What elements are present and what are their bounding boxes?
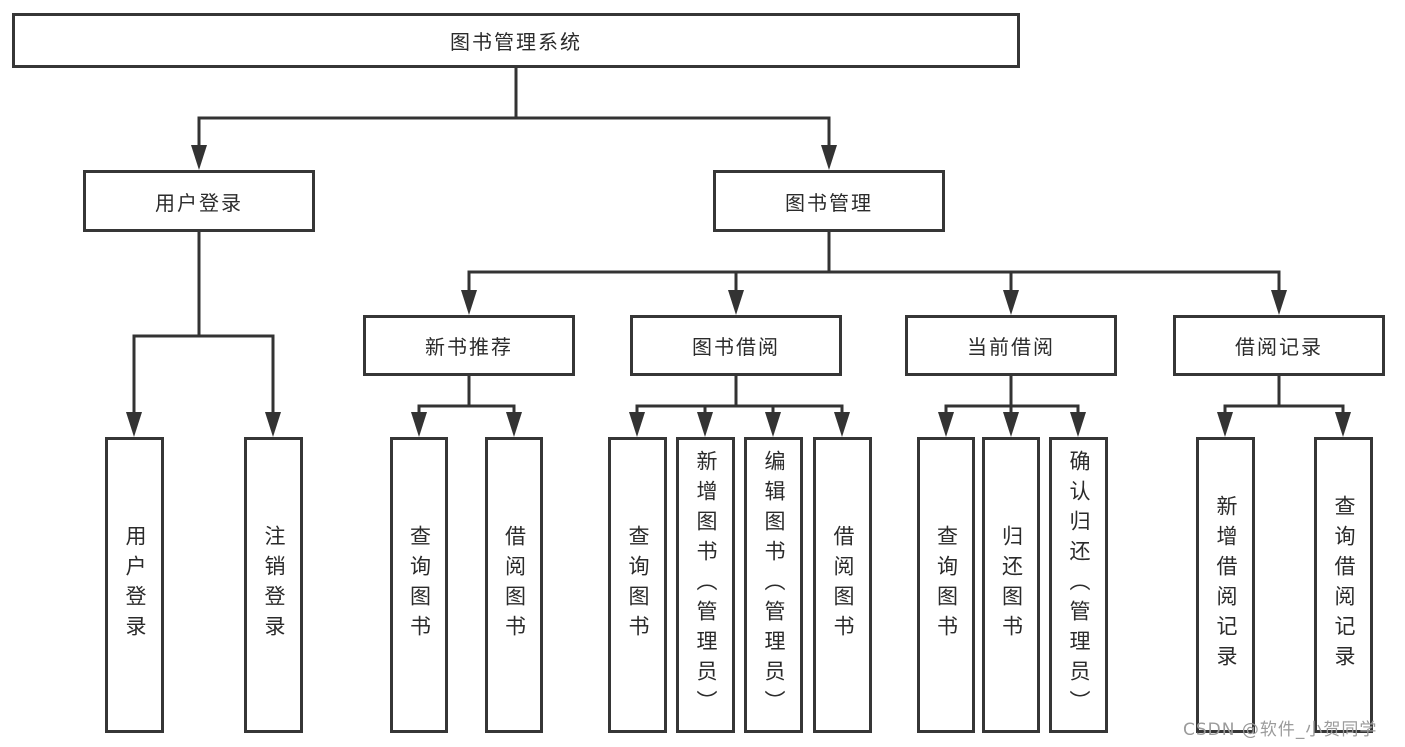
- node-current-borrowing: 当前借阅: [905, 315, 1117, 376]
- leaf-query-books-recommend: 查询图书: [390, 437, 448, 733]
- node-book-borrowing: 图书借阅: [630, 315, 842, 376]
- leaf-user-login-label: 用户登录: [123, 525, 147, 645]
- leaf-query-books-borrowing-label: 查询图书: [626, 525, 650, 645]
- leaf-user-login: 用户登录: [105, 437, 164, 733]
- leaf-add-borrow-record: 新增借阅记录: [1196, 437, 1255, 733]
- node-borrowing-records: 借阅记录: [1173, 315, 1385, 376]
- node-book-management: 图书管理: [713, 170, 945, 232]
- leaf-query-books-borrowing: 查询图书: [608, 437, 667, 733]
- leaf-confirm-return-admin: 确认归还（管理员）: [1049, 437, 1108, 733]
- leaf-confirm-return-admin-label: 确认归还（管理员）: [1067, 450, 1091, 720]
- leaf-query-books-current: 查询图书: [917, 437, 975, 733]
- leaf-edit-books-admin-label: 编辑图书（管理员）: [762, 450, 786, 720]
- leaf-borrow-books-recommend-label: 借阅图书: [502, 525, 527, 645]
- leaf-add-books-admin-label: 新增图书（管理员）: [694, 450, 718, 720]
- arrowheads: [126, 145, 1351, 437]
- leaf-edit-books-admin: 编辑图书（管理员）: [744, 437, 803, 733]
- leaf-return-books-label: 归还图书: [999, 525, 1024, 645]
- leaf-borrow-books-borrowing: 借阅图书: [813, 437, 872, 733]
- leaf-return-books: 归还图书: [982, 437, 1040, 733]
- leaf-logout-label: 注销登录: [262, 525, 286, 645]
- leaf-logout: 注销登录: [244, 437, 303, 733]
- leaf-add-books-admin: 新增图书（管理员）: [676, 437, 735, 733]
- node-new-book-recommendation: 新书推荐: [363, 315, 575, 376]
- csdn-watermark: CSDN @软件_小贺同学: [1183, 720, 1378, 740]
- leaf-query-borrow-record-label: 查询借阅记录: [1332, 495, 1356, 675]
- leaf-borrow-books-recommend: 借阅图书: [485, 437, 543, 733]
- leaf-add-borrow-record-label: 新增借阅记录: [1214, 495, 1238, 675]
- node-user-login: 用户登录: [83, 170, 315, 232]
- leaf-query-books-recommend-label: 查询图书: [407, 525, 432, 645]
- leaf-borrow-books-borrowing-label: 借阅图书: [831, 525, 855, 645]
- leaf-query-borrow-record: 查询借阅记录: [1314, 437, 1373, 733]
- leaf-query-books-current-label: 查询图书: [934, 525, 959, 645]
- node-library-management-system: 图书管理系统: [12, 13, 1020, 68]
